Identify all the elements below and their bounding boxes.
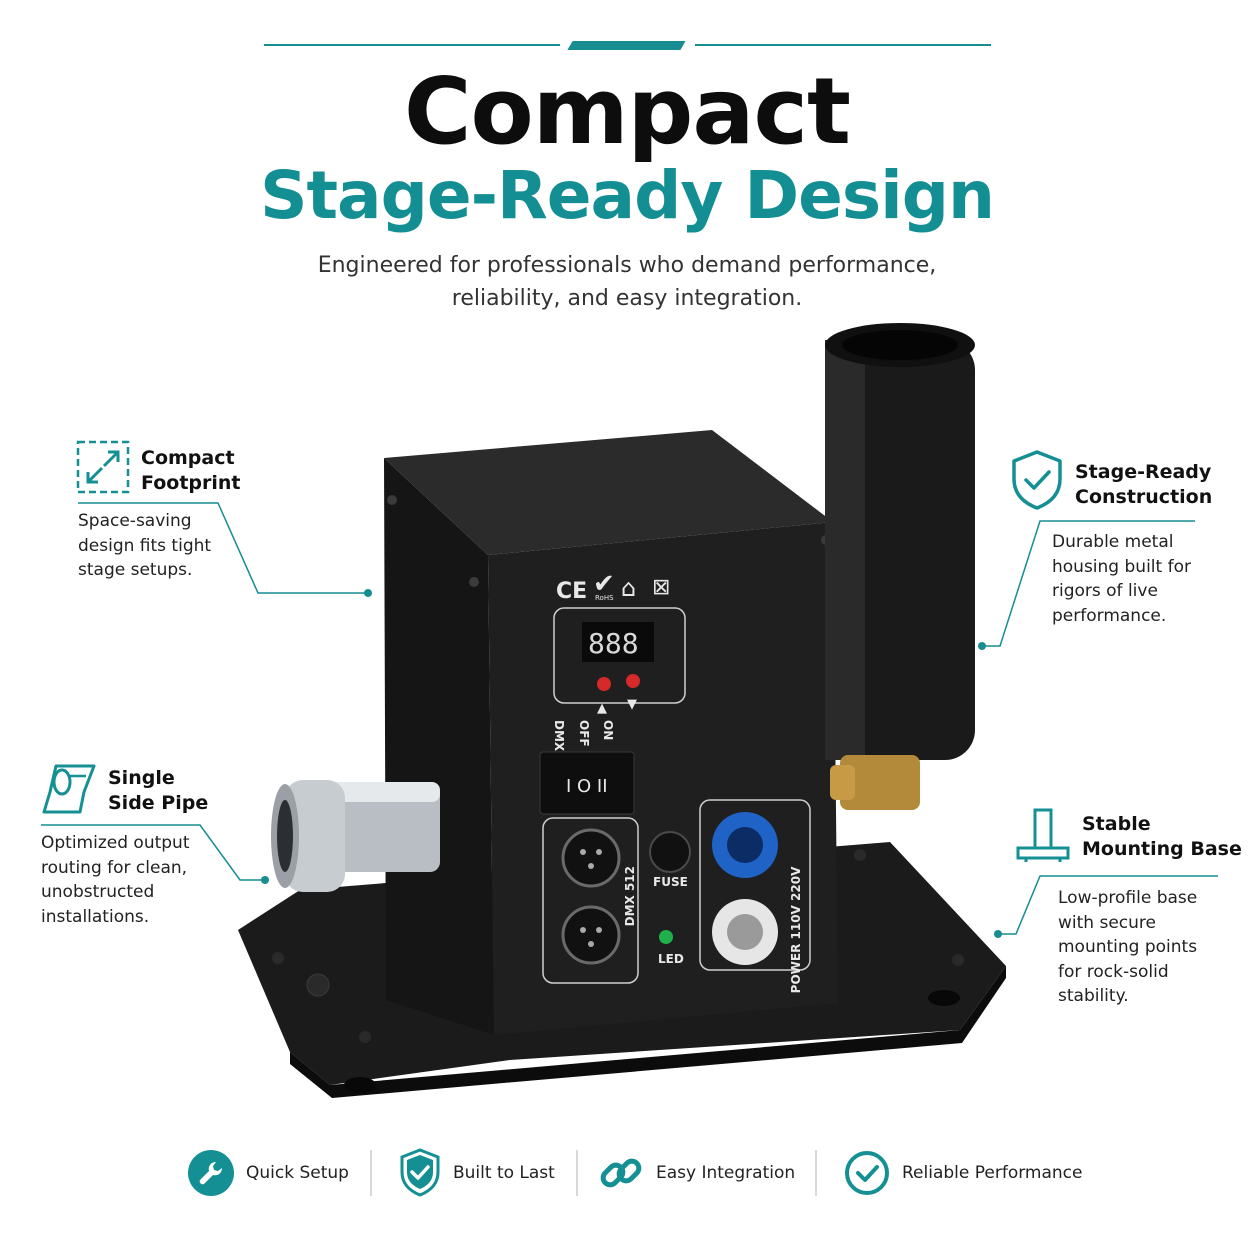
- feature-title-compact: Compact Footprint: [141, 447, 241, 494]
- led-label: LED: [658, 952, 684, 966]
- up-button[interactable]: [597, 677, 611, 691]
- shield-check-icon: [1012, 450, 1062, 510]
- switch-label-on: ON: [601, 720, 615, 740]
- mount-base-icon: [1016, 808, 1070, 862]
- power-label: POWER 110V 220V: [789, 866, 803, 993]
- bottom-item-built-to-last: Built to Last: [399, 1148, 555, 1198]
- product-illustration: CE ✔ RoHS ⌂ ⊠ 888 ▲ ▼ DMX OFF ON I O II …: [238, 323, 1006, 1098]
- bottom-item-reliable-performance: Reliable Performance: [844, 1148, 1082, 1198]
- side-pipe: [271, 780, 440, 892]
- page-subtitle-heading: Stage-Ready Design: [259, 157, 995, 234]
- check-circle-icon: [845, 1151, 889, 1195]
- bottom-divider-3: [815, 1150, 817, 1196]
- tagline-line-2: reliability, and easy integration.: [451, 286, 803, 311]
- down-arrow-icon: ▼: [627, 697, 637, 712]
- housing-side: [384, 458, 494, 1035]
- switch-face: I O II: [566, 776, 608, 797]
- ce-mark: CE: [556, 579, 587, 604]
- header-rule-left: [264, 44, 560, 46]
- feature-desc-pipe: Optimized output routing for clean, unob…: [41, 833, 190, 927]
- feature-desc-compact: Space-saving design fits tight stage set…: [78, 511, 212, 580]
- bottom-item-quick-setup: Quick Setup: [188, 1148, 349, 1198]
- status-led: [659, 930, 673, 944]
- feature-desc-stage: Durable metal housing built for rigors o…: [1052, 532, 1191, 626]
- feature-title-pipe: Single Side Pipe: [108, 767, 209, 814]
- feature-title-base: Stable Mounting Base: [1082, 813, 1242, 860]
- bottom-divider-2: [576, 1150, 578, 1196]
- checkmark-icon: ✔: [593, 569, 615, 599]
- housing-top: [384, 430, 833, 555]
- fuse-label: FUSE: [653, 875, 688, 889]
- resize-arrows-icon: [76, 440, 130, 494]
- wrench-icon: [188, 1150, 234, 1196]
- page-title: Compact: [403, 58, 851, 165]
- house-icon: ⌂: [621, 574, 636, 602]
- fuse-holder[interactable]: [649, 831, 691, 873]
- bottom-label-built-to-last: Built to Last: [453, 1163, 555, 1183]
- mode-switch[interactable]: [539, 751, 635, 815]
- bottom-item-easy-integration: Easy Integration: [598, 1148, 795, 1198]
- link-icon: [600, 1158, 642, 1188]
- bottom-label-easy-integration: Easy Integration: [656, 1163, 796, 1183]
- dmx-label: DMX 512: [623, 866, 637, 926]
- up-arrow-icon: ▲: [597, 701, 607, 716]
- switch-label-off: OFF: [577, 720, 591, 747]
- bottom-label-reliable-performance: Reliable Performance: [902, 1163, 1083, 1183]
- pipe-icon: [42, 764, 96, 814]
- vertical-nozzle: [825, 323, 975, 810]
- rohs-label: RoHS: [595, 594, 614, 602]
- dmx-out-connector[interactable]: [561, 905, 621, 965]
- switch-label-dmx: DMX: [552, 720, 566, 752]
- feature-desc-base: Low-profile base with secure mounting po…: [1058, 888, 1198, 1006]
- weee-bin-icon: ⊠: [652, 575, 670, 600]
- bottom-divider-1: [370, 1150, 372, 1196]
- feature-title-stage: Stage-Ready Construction: [1075, 461, 1213, 508]
- down-button[interactable]: [626, 674, 640, 688]
- tagline-line-1: Engineered for professionals who demand …: [317, 253, 937, 278]
- shield-check-icon: [400, 1148, 440, 1197]
- dmx-in-connector[interactable]: [561, 828, 621, 888]
- segment-display: 888: [588, 627, 639, 660]
- bottom-label-quick-setup: Quick Setup: [246, 1163, 349, 1183]
- header-rule-right: [695, 44, 991, 46]
